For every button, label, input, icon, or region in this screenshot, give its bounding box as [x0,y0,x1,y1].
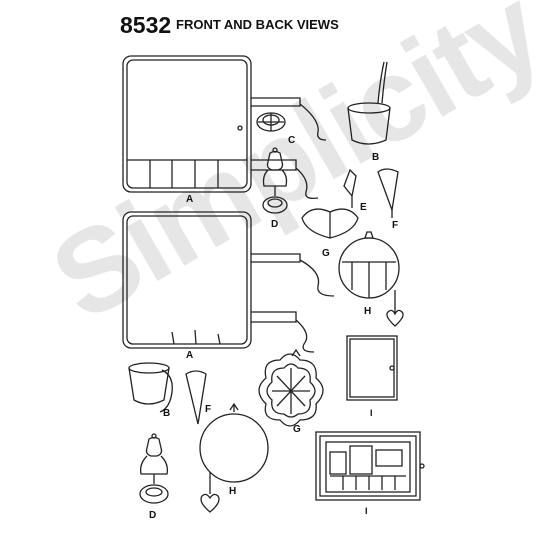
pattern-number: 8532 [120,12,172,38]
label-c: C [288,135,295,146]
item-g-back-bowl [258,348,324,427]
item-a-front-drawing [122,55,327,200]
label-b-back: B [163,408,170,419]
label-a-front: A [186,194,193,205]
item-h-back-hoop [199,402,269,513]
item-f-front-cone [377,168,399,218]
item-d-back-dressform [139,433,169,504]
item-b-back-bucket [128,362,173,413]
item-e-ornament [343,168,357,208]
label-i-case: I [365,506,368,516]
item-i-door-panel [346,335,398,401]
label-g-back: G [293,424,301,435]
label-i-door: I [370,408,373,418]
item-d-front-dressform [262,147,288,214]
item-i-case [315,431,425,501]
item-c-pincushion [256,112,286,132]
label-a-back: A [186,350,193,361]
item-h-front-hoop [338,231,404,327]
label-f-front: F [392,220,398,231]
page-title: FRONT AND BACK VIEWS [176,17,339,32]
label-d-back: D [149,510,156,521]
label-h-back: H [229,486,236,497]
item-f-back-cone [185,370,207,425]
label-e: E [360,202,367,213]
label-d-front: D [271,219,278,230]
label-f-back: F [205,404,211,415]
label-b-front: B [372,152,379,163]
item-a-back-drawing [122,211,335,353]
label-h-front: H [364,306,371,317]
item-g-front-bowl [301,208,359,239]
item-b-front-bucket [347,61,391,145]
label-g-front: G [322,248,330,259]
